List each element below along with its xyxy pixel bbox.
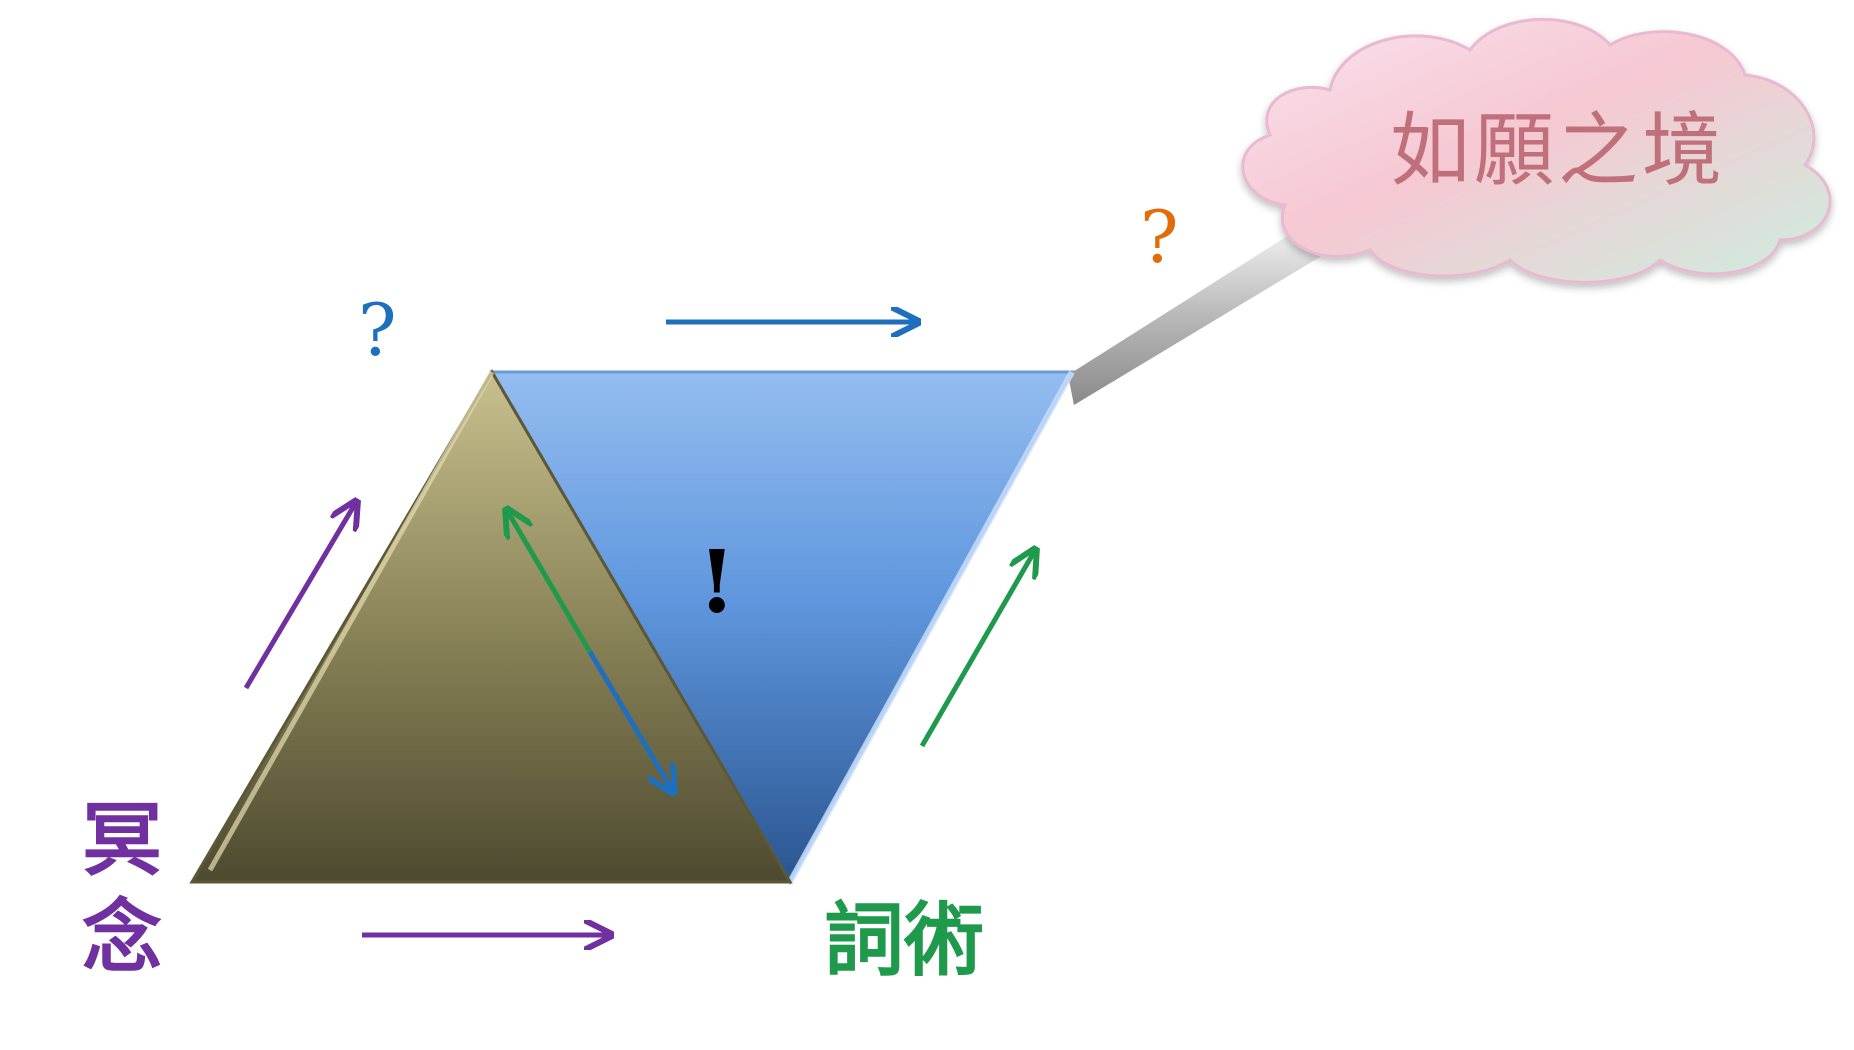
arrow-green-edge-up bbox=[508, 512, 593, 654]
connector-beam bbox=[1068, 228, 1368, 405]
arrow-purple-up-left bbox=[243, 504, 355, 690]
blue-triangle-edge-highlight bbox=[787, 370, 1075, 884]
question-mark-left: ? bbox=[358, 288, 397, 372]
meditation-char-2: 念 bbox=[82, 890, 162, 984]
wish-cloud bbox=[1241, 17, 1832, 284]
olive-triangle bbox=[189, 369, 793, 884]
technique-label: 詞術 bbox=[824, 893, 984, 987]
question-mark-right: ? bbox=[1140, 195, 1179, 279]
meditation-char-1: 冥 bbox=[82, 793, 162, 887]
meditation-label: 冥 念 bbox=[82, 793, 162, 984]
olive-triangle-edge-highlight bbox=[207, 370, 495, 872]
arrow-blue-edge-down bbox=[587, 650, 672, 790]
arrow-green-right bbox=[919, 552, 1034, 748]
exclamation-mark: ! bbox=[698, 532, 736, 633]
wish-realm-label: 如願之境 bbox=[1390, 104, 1726, 197]
